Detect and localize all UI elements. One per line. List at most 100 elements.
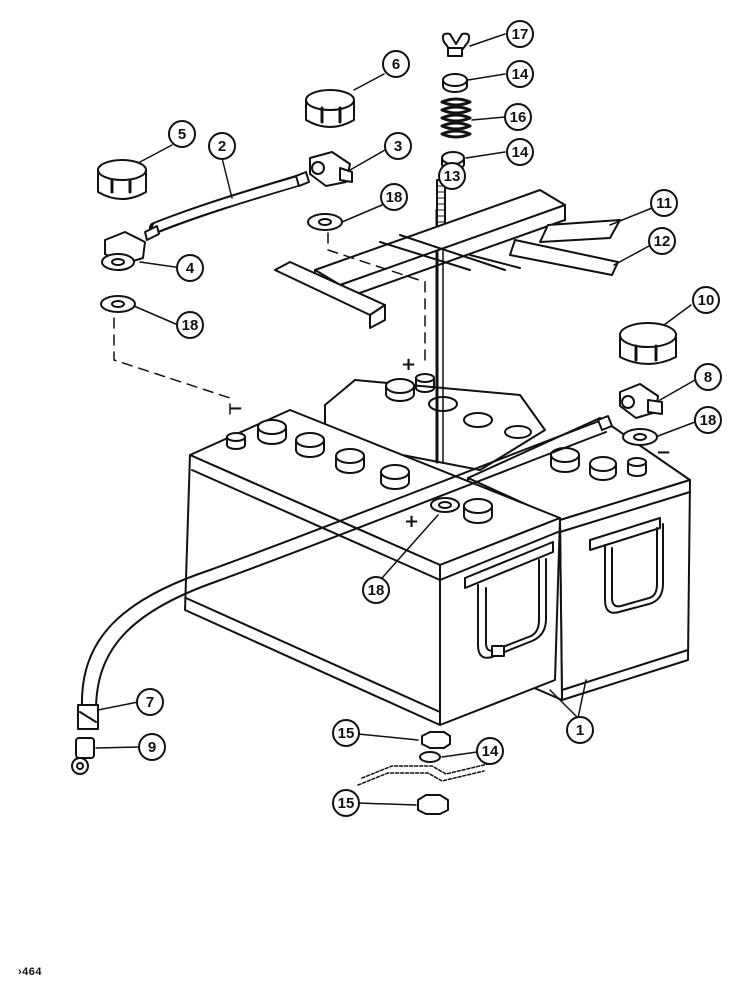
callout-circle <box>382 50 410 78</box>
callout-10-terminal-cap: 10 <box>692 286 720 314</box>
cable-clamp-3 <box>309 151 353 187</box>
callout-circle <box>176 254 204 282</box>
callout-number: 18 <box>368 582 385 599</box>
callout-circle <box>476 737 504 765</box>
callout-number: 15 <box>338 725 355 742</box>
callout-number: 6 <box>392 56 400 73</box>
callout-2-short-cable: 2 <box>208 132 236 160</box>
callout-circle <box>380 183 408 211</box>
washer-top <box>442 73 468 93</box>
callout-number: 12 <box>654 233 671 250</box>
callouts: 17 6 14 16 5 2 3 14 13 18 11 12 4 18 10 8 18 18 7 1 15 14 9 15 <box>136 20 722 817</box>
negative-sign-right: − <box>656 442 671 463</box>
callout-number: 18 <box>700 412 717 429</box>
callout-number: 18 <box>182 317 199 334</box>
callout-circle <box>566 716 594 744</box>
callout-1-battery: 1 <box>566 716 594 744</box>
cable-clamp-8 <box>619 383 663 419</box>
callout-circle <box>332 789 360 817</box>
callout-12-hold-down-bar: 12 <box>648 227 676 255</box>
callout-circle <box>168 120 196 148</box>
callout-9-cable-terminal: 9 <box>138 733 166 761</box>
cable-terminal <box>71 737 95 775</box>
felt-washer-top <box>307 213 343 231</box>
callout-number: 11 <box>656 195 672 212</box>
callout-number: 10 <box>698 292 715 309</box>
callout-14-washer: 14 <box>476 737 504 765</box>
callout-13-hold-down-rod: 13 <box>438 162 466 190</box>
callout-16-spring: 16 <box>504 103 532 131</box>
callout-18-felt-washer: 18 <box>694 406 722 434</box>
spring <box>440 97 472 139</box>
callout-circle <box>438 162 466 190</box>
callout-number: 3 <box>394 138 402 155</box>
terminal-cap-10 <box>619 322 677 365</box>
leader-lines <box>95 33 696 806</box>
callout-circle <box>136 688 164 716</box>
figure-code: ›464 <box>18 966 43 978</box>
callout-circle <box>694 406 722 434</box>
callout-5-terminal-cap: 5 <box>168 120 196 148</box>
callout-15-nut: 15 <box>332 789 360 817</box>
callout-circle <box>138 733 166 761</box>
callout-circle <box>176 311 204 339</box>
cable-clamp-4 <box>101 231 146 271</box>
mounting-plate-edge <box>357 763 489 786</box>
positive-sign-rear: + <box>401 354 416 375</box>
callout-number: 2 <box>218 138 226 155</box>
callout-6-terminal-cap: 6 <box>382 50 410 78</box>
callout-18-felt-washer: 18 <box>362 576 390 604</box>
hold-down-bracket <box>274 189 621 329</box>
callout-circle <box>506 20 534 48</box>
callout-17-wing-nut: 17 <box>506 20 534 48</box>
callout-circle <box>208 132 236 160</box>
callout-number: 7 <box>146 694 154 711</box>
callout-circle <box>506 138 534 166</box>
callout-18-felt-washer: 18 <box>176 311 204 339</box>
callout-3-cable-clamp: 3 <box>384 132 412 160</box>
negative-sign-left: − <box>228 398 243 419</box>
callout-15-nut: 15 <box>332 719 360 747</box>
callout-number: 9 <box>148 739 156 756</box>
callout-18-felt-washer: 18 <box>380 183 408 211</box>
callout-circle <box>504 103 532 131</box>
hold-down-rod <box>435 179 446 464</box>
felt-washer-left <box>100 295 136 313</box>
callout-circle <box>650 189 678 217</box>
alignment-lines <box>113 232 426 421</box>
callout-number: 16 <box>510 109 527 126</box>
callout-circle <box>362 576 390 604</box>
nut-lower <box>417 794 449 815</box>
callout-11-hold-down-bracket: 11 <box>650 189 678 217</box>
terminal-cap-5 <box>97 159 147 200</box>
callout-number: 5 <box>178 126 186 143</box>
callout-number: 17 <box>512 26 529 43</box>
callout-circle <box>694 363 722 391</box>
callout-circle <box>648 227 676 255</box>
battery-cable-long <box>77 415 613 730</box>
callout-number: 15 <box>338 795 355 812</box>
callout-circle <box>332 719 360 747</box>
callout-14-washer: 14 <box>506 60 534 88</box>
callout-number: 18 <box>386 189 403 206</box>
felt-washer-right <box>622 428 658 446</box>
washer-bottom <box>419 751 441 763</box>
callout-7-battery-cable: 7 <box>136 688 164 716</box>
battery-front <box>184 409 561 726</box>
callout-number: 14 <box>512 66 529 83</box>
nut-upper <box>421 731 451 749</box>
callout-circle <box>692 286 720 314</box>
callout-number: 14 <box>482 743 499 760</box>
callout-8-cable-clamp: 8 <box>694 363 722 391</box>
callout-number: 1 <box>576 722 584 739</box>
short-cable <box>144 171 310 241</box>
callout-number: 4 <box>186 260 195 277</box>
wing-nut <box>441 32 471 57</box>
callout-circle <box>506 60 534 88</box>
callout-number: 14 <box>512 144 529 161</box>
callout-4-cable-clamp: 4 <box>176 254 204 282</box>
callout-number: 8 <box>704 369 712 386</box>
callout-number: 13 <box>444 168 461 185</box>
callout-14-washer: 14 <box>506 138 534 166</box>
